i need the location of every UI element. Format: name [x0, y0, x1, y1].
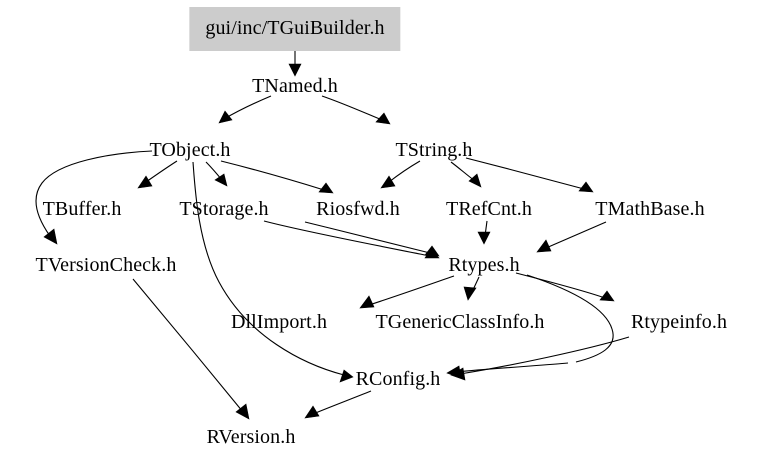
- graph-edge-TStorage-to-Rtypes: [263, 220, 440, 259]
- graph-edge-Rtypes-to-DllImport: [359, 275, 455, 309]
- graph-node-Rtypes[interactable]: Rtypes.h: [448, 254, 520, 276]
- graph-edge-TVersionCheck-to-RVersion: [132, 278, 250, 420]
- graph-node-TBuffer[interactable]: TBuffer.h: [42, 198, 122, 220]
- graph-edge-TGuiBuilder-to-TNamed: [288, 49, 302, 77]
- graph-edge-Rtypes-to-Rtypeinfo: [515, 272, 615, 302]
- graph-node-TString[interactable]: TString.h: [395, 139, 473, 161]
- graph-node-Riosfwd[interactable]: Riosfwd.h: [316, 198, 400, 220]
- graph-node-DllImport[interactable]: DllImport.h: [230, 311, 328, 333]
- graph-edge-TObject-to-TBuffer: [137, 160, 178, 189]
- graph-node-TGuiBuilder[interactable]: gui/inc/TGuiBuilder.h: [189, 7, 401, 51]
- graph-edge-TObject-to-RConfig: [192, 161, 354, 383]
- graph-node-TVersionCheck[interactable]: TVersionCheck.h: [35, 254, 177, 276]
- graph-edge-TRefCnt-to-Rtypes: [477, 220, 491, 245]
- graph-edge-TString-to-Riosfwd: [380, 160, 421, 189]
- graph-node-TObject[interactable]: TObject.h: [149, 139, 231, 161]
- graph-edge-Rtypeinfo-to-RConfig: [450, 336, 630, 381]
- graph-node-RVersion[interactable]: RVersion.h: [206, 426, 296, 448]
- graph-node-RConfig[interactable]: RConfig.h: [355, 368, 441, 390]
- graph-node-TMathBase[interactable]: TMathBase.h: [595, 198, 705, 220]
- graph-node-TGenericClassInfo[interactable]: TGenericClassInfo.h: [375, 311, 545, 333]
- graph-node-TNamed[interactable]: TNamed.h: [252, 75, 338, 97]
- graph-edge-TNamed-to-TString: [321, 95, 391, 125]
- graph-edge-TString-to-TMathBase: [465, 157, 594, 193]
- graph-edge-TObject-to-Riosfwd: [220, 160, 334, 194]
- graph-node-Rtypeinfo[interactable]: Rtypeinfo.h: [630, 311, 728, 333]
- graph-edge-RConfig-to-RVersion: [304, 390, 372, 419]
- graph-edge-Rtypes-to-TGenericClassInfo: [463, 276, 480, 301]
- graph-node-TRefCnt[interactable]: TRefCnt.h: [446, 198, 532, 220]
- graph-edge-TString-to-TRefCnt: [450, 161, 482, 188]
- graph-node-TStorage[interactable]: TStorage.h: [179, 198, 269, 220]
- graph-edge-TNamed-to-TObject: [218, 95, 272, 124]
- graph-edge-Riosfwd-to-Rtypes: [304, 221, 440, 257]
- graph-edge-TObject-to-TStorage: [205, 161, 228, 187]
- graph-edge-TMathBase-to-Rtypes: [536, 221, 607, 253]
